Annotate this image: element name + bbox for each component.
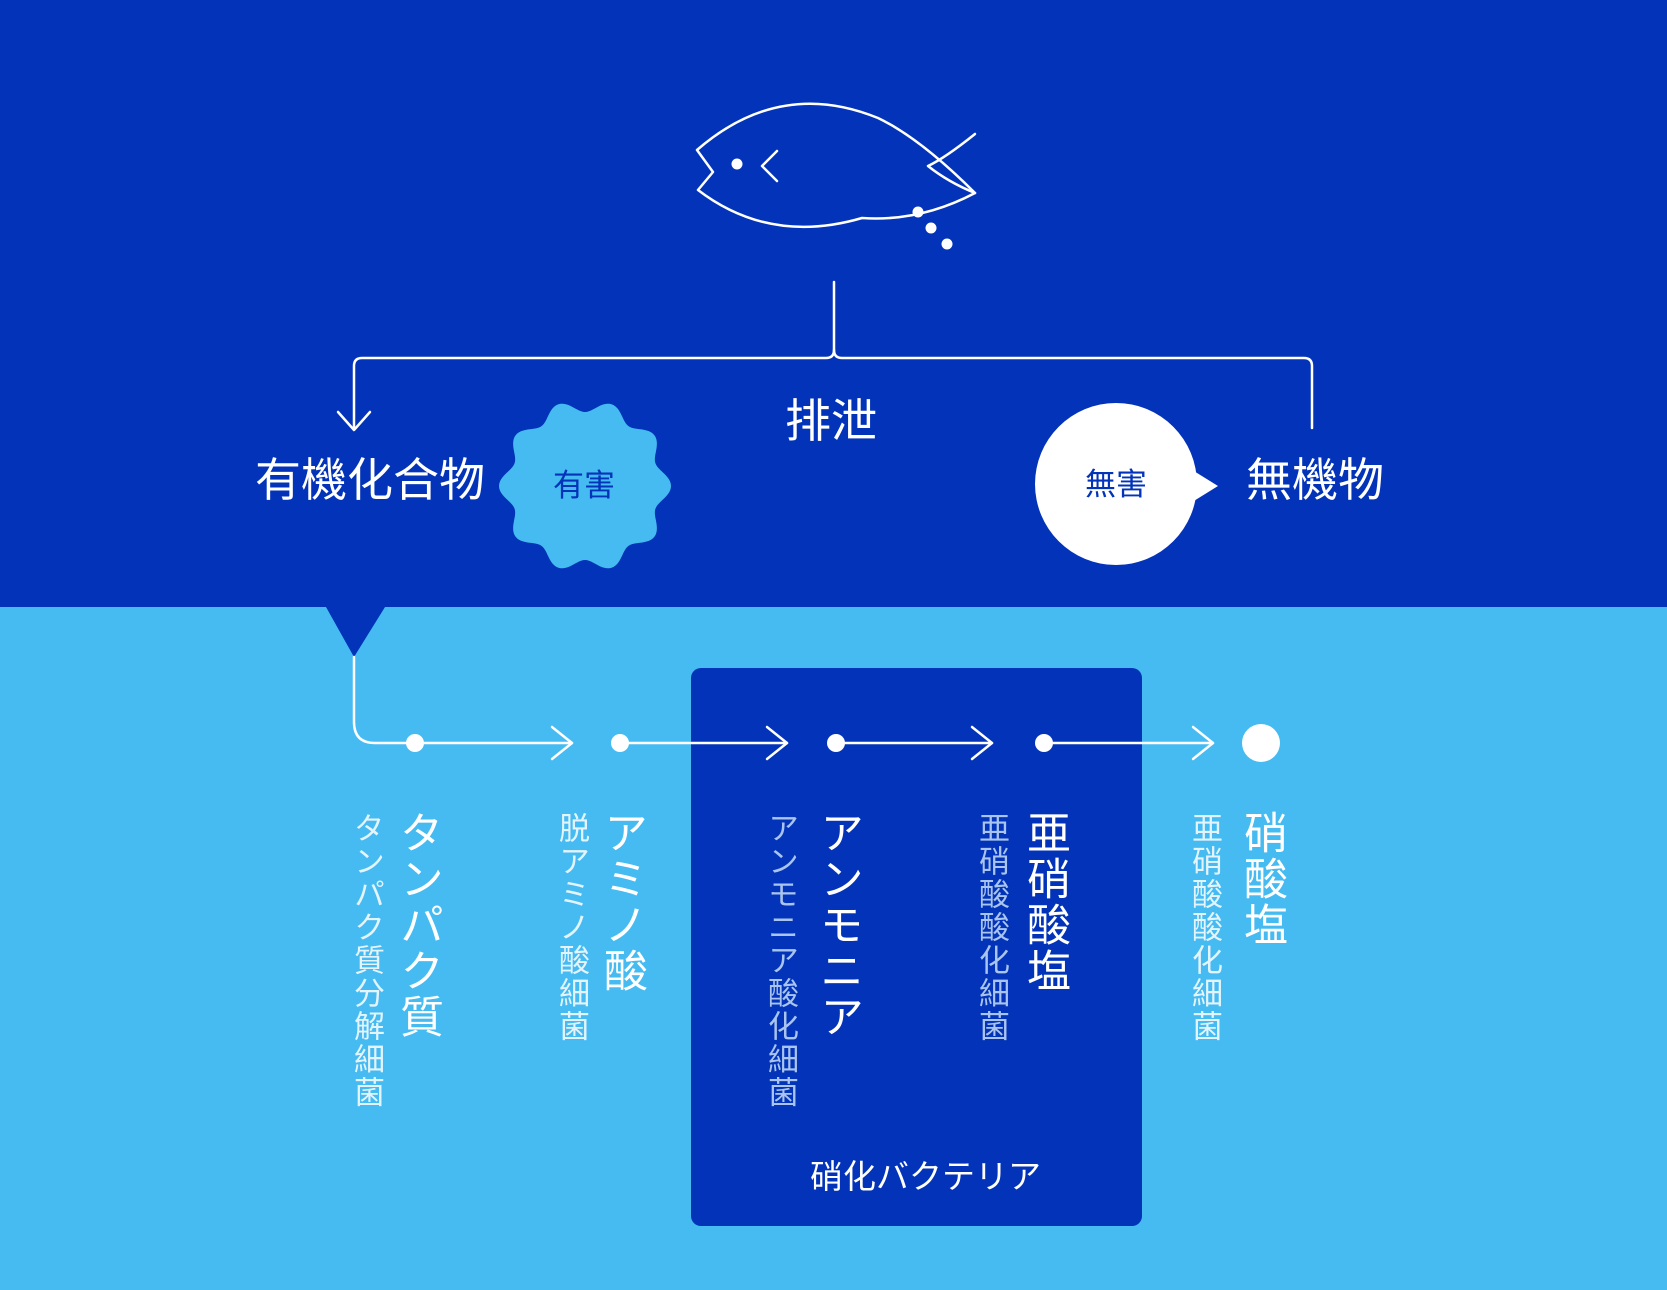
stage-bacteria-protein: タンパク質分解細菌 (348, 812, 384, 1109)
node-protein (406, 734, 424, 752)
stage-bacteria-amino-acid: 脱アミノ酸細菌 (553, 812, 589, 1043)
harmless-badge-text: 無害 (1085, 467, 1147, 503)
stage-bacteria-nitrite: 亜硝酸酸化細菌 (973, 812, 1009, 1043)
harmful-badge-text: 有害 (553, 468, 615, 504)
node-nitrite (1035, 734, 1053, 752)
wavy-badge (499, 403, 671, 569)
flow-line (352, 655, 1215, 745)
node-amino-acid (611, 734, 629, 752)
stage-name-protein: タンパク質 (392, 810, 443, 1040)
stage-name-nitrite: 亜硝酸塩 (1019, 810, 1070, 994)
nitrifying-bacteria-box (691, 668, 1142, 1226)
node-nitrate (1242, 724, 1280, 762)
excretion-label: 排泄 (785, 394, 877, 448)
stage-bacteria-nitrate: 亜硝酸酸化細菌 (1186, 812, 1222, 1043)
organic-compound-label: 有機化合物 (255, 453, 485, 507)
stage-name-amino-acid: アミノ酸 (596, 810, 647, 994)
fish-icon (695, 102, 977, 250)
flow-nodes (406, 724, 1280, 762)
inorganic-label: 無機物 (1246, 453, 1384, 507)
stage-name-ammonia: アンモニア (812, 810, 863, 1040)
stage-bacteria-ammonia: アンモニア酸化細菌 (762, 812, 798, 1109)
flow-arrowheads (550, 725, 1215, 761)
node-ammonia (827, 734, 845, 752)
speech-bubble (1035, 403, 1218, 565)
pointer-triangle (326, 607, 385, 657)
excretion-branch (336, 280, 1314, 432)
stage-name-nitrate: 硝酸塩 (1236, 810, 1287, 948)
nitrifying-bacteria-label: 硝化バクテリア (810, 1157, 1041, 1196)
